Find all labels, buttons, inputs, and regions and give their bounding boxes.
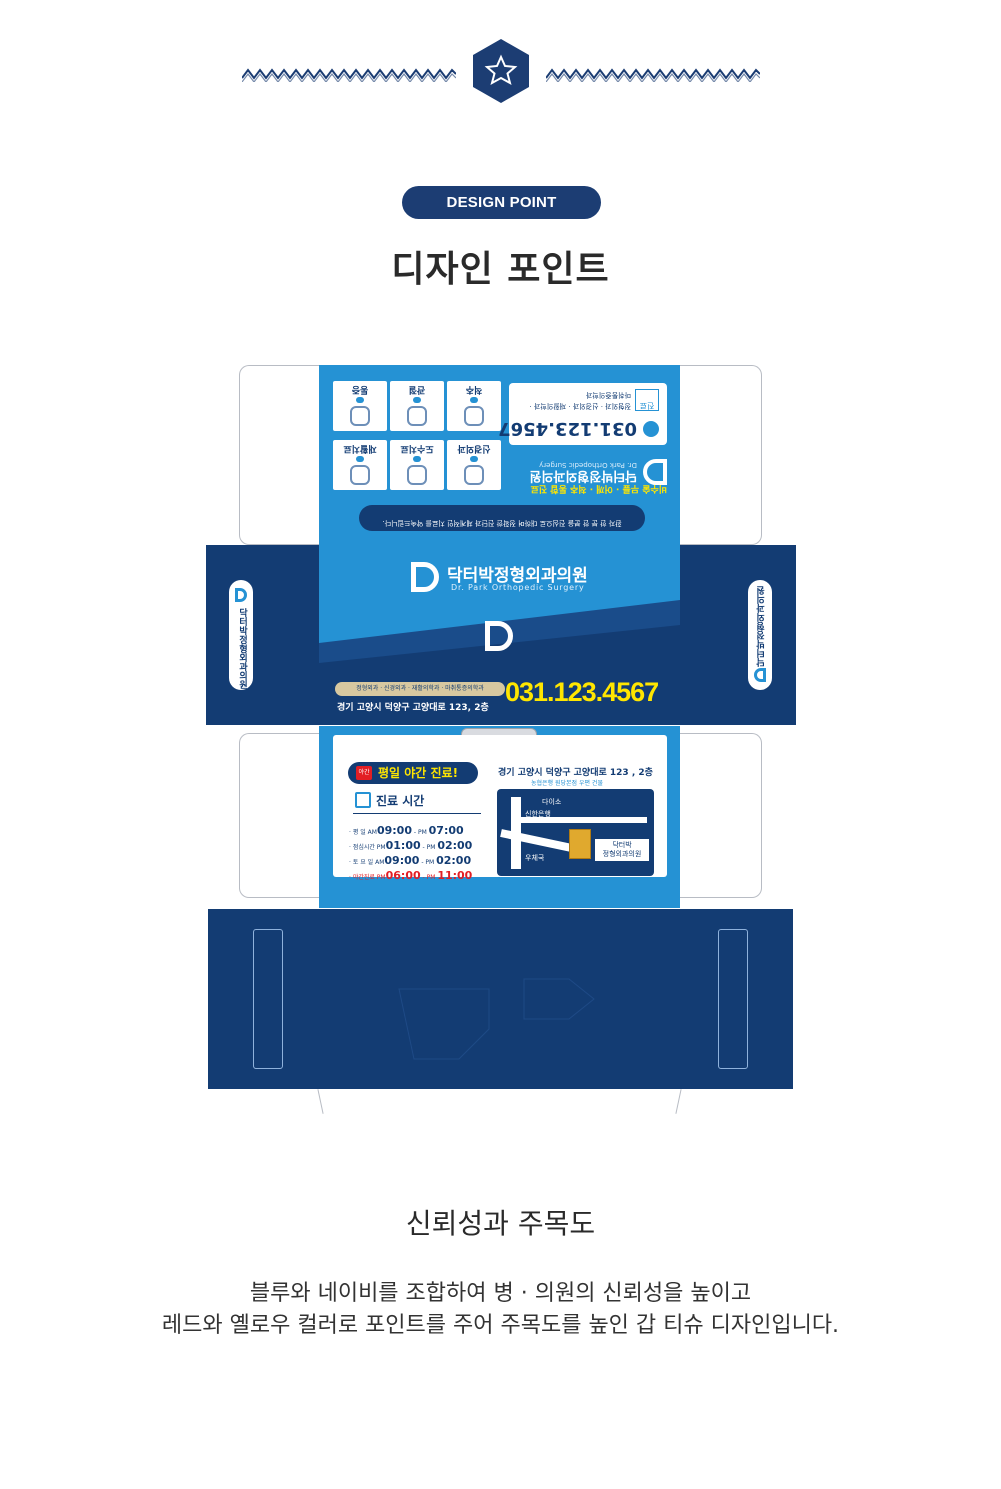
description-line-2: 레드와 옐로우 컬러로 포인트를 주어 주목도를 높인 갑 티슈 디자인입니다.: [161, 1313, 840, 1338]
location-map: 다이소 신한은행 우체국 닥터박 정형외과의원: [497, 789, 654, 876]
front-departments: 정형외과 · 신경외과 · 재활의학과 · 마취통증의학과: [335, 682, 505, 696]
header-ornament: [0, 38, 1001, 108]
section-subtitle: 신뢰성과 주목도: [405, 1207, 596, 1240]
rehab-icon: [350, 465, 370, 485]
front-address: 경기 고양시 덕양구 고양대로 123, 2층: [337, 703, 489, 713]
base-panel-left: [208, 909, 319, 1089]
side-label-left: 닥터박정형외과의원: [229, 580, 253, 690]
neuro-icon: [464, 465, 484, 485]
hours-list: · 평 일 AM09:00 - PM 07:00 · 점심시간 PM01:00 …: [349, 819, 489, 882]
hours-title: 진료 시간: [376, 794, 425, 808]
perforation-outline: [398, 978, 595, 1060]
map-label-bank: 신한은행: [525, 810, 551, 818]
hours-row: · 점심시간 PM01:00 - PM 02:00: [349, 839, 473, 852]
base-panel-right: [680, 909, 793, 1089]
icon-card-neuro: 신경외과: [447, 440, 501, 490]
zigzag-right-icon: [546, 68, 760, 82]
front-phone: 031.123.4567: [505, 677, 659, 707]
hours-row-night: · 야간진료 PM06:00 - PM 11:00: [349, 869, 473, 882]
fineprint-right: [718, 929, 748, 1069]
side-label-right: 닥터박정형외과의원: [748, 580, 772, 690]
fold-line-right: [675, 1089, 682, 1114]
design-point-badge: DESIGN POINT: [402, 186, 601, 219]
icon-card-rehab: 재활치료: [333, 440, 387, 490]
top-clinic-name-en: Dr. Park Orthopedic Surgery: [539, 461, 637, 469]
night-banner-text: 평일 야간 진료!: [378, 766, 459, 780]
logo-icon: [754, 668, 766, 682]
flap-top-right: [680, 365, 762, 545]
icon-card-pain: 통증: [333, 381, 387, 431]
building-icon: [569, 829, 591, 859]
map-label-daiso: 다이소: [542, 798, 562, 806]
calendar-icon: [355, 792, 371, 808]
logo-icon: [411, 562, 439, 592]
side-panel-right: 닥터박정형외과의원: [680, 545, 796, 725]
icon-card-spine: 척추: [447, 381, 501, 431]
logo-icon: [643, 459, 667, 485]
phone-icon: [643, 421, 659, 437]
front-clinic-name-en: Dr. Park Orthopedic Surgery: [451, 583, 585, 592]
map-building-label: 닥터박 정형외과의원: [595, 839, 649, 861]
map-label-post: 우체국: [525, 854, 545, 862]
side-panel-left: 닥터박정형외과의원: [206, 545, 319, 725]
top-banner: 비수술 무릎 · 어깨 · 척추 통합 진료: [530, 483, 667, 493]
spine-icon: [464, 406, 484, 426]
night-badge: 야간: [356, 766, 372, 780]
joint-icon: [407, 406, 427, 426]
section-description: 블루와 네이비를 조합하여 병 · 의원의 신뢰성을 높이고 레드와 옐로우 컬…: [0, 1278, 1001, 1342]
flap-mid-right: [680, 733, 762, 898]
fineprint-left: [253, 929, 283, 1069]
description-line-1: 블루와 네이비를 조합하여 병 · 의원의 신뢰성을 높이고: [249, 1281, 752, 1306]
front-center-logo-icon: [485, 621, 513, 651]
icon-card-joint: 관절: [390, 381, 444, 431]
top-notice-pill: 환자 한 분 한 분을 진심으로 대하며 정확한 진단과 체계적인 치료를 약속…: [359, 505, 645, 531]
manual-therapy-icon: [407, 465, 427, 485]
flap-top-left: [239, 365, 319, 545]
front-clinic-name: 닥터박정형외과의원: [447, 566, 588, 586]
divider: [353, 813, 481, 814]
tissue-box-dieline: 031.123.4567 진료 정형외과 · 신경외과 · 재활의학과 · 마취…: [0, 360, 1001, 1120]
top-phone-card: 031.123.4567 진료 정형외과 · 신경외과 · 재활의학과 · 마취…: [498, 383, 667, 445]
hours-row: · 토 요 일 AM09:00 - PM 02:00: [349, 854, 472, 867]
icon-card-manual: 도수치료: [390, 440, 444, 490]
top-lid-panel: 031.123.4567 진료 정형외과 · 신경외과 · 재활의학과 · 마취…: [319, 365, 680, 545]
night-banner: 야간 평일 야간 진료!: [348, 762, 478, 784]
hours-row: · 평 일 AM09:00 - PM 07:00: [349, 824, 464, 837]
top-departments: 정형외과 · 신경외과 · 재활의학과 · 마취통증의학과: [529, 391, 631, 410]
info-address-sub: 농협은행 원당본점 우편 건물: [531, 780, 603, 787]
page-title: 디자인 포인트: [391, 249, 610, 290]
top-tag: 진료: [635, 389, 659, 411]
flap-mid-left: [239, 733, 319, 898]
star-badge-icon: [473, 39, 529, 103]
zigzag-left-icon: [242, 68, 456, 82]
pain-icon: [350, 406, 370, 426]
top-phone-number: 031.123.4567: [498, 418, 637, 439]
fold-line-left: [317, 1089, 324, 1114]
info-card: 야간 평일 야간 진료! 진료 시간 · 평 일 AM09:00 - PM 07…: [333, 735, 667, 882]
info-address: 경기 고양시 덕양구 고양대로 123 , 2층: [498, 768, 653, 778]
front-panel: 닥터박정형외과의원 Dr. Park Orthopedic Surgery 정형…: [319, 545, 680, 725]
base-panel-center: [319, 909, 680, 1089]
logo-icon: [235, 588, 247, 602]
